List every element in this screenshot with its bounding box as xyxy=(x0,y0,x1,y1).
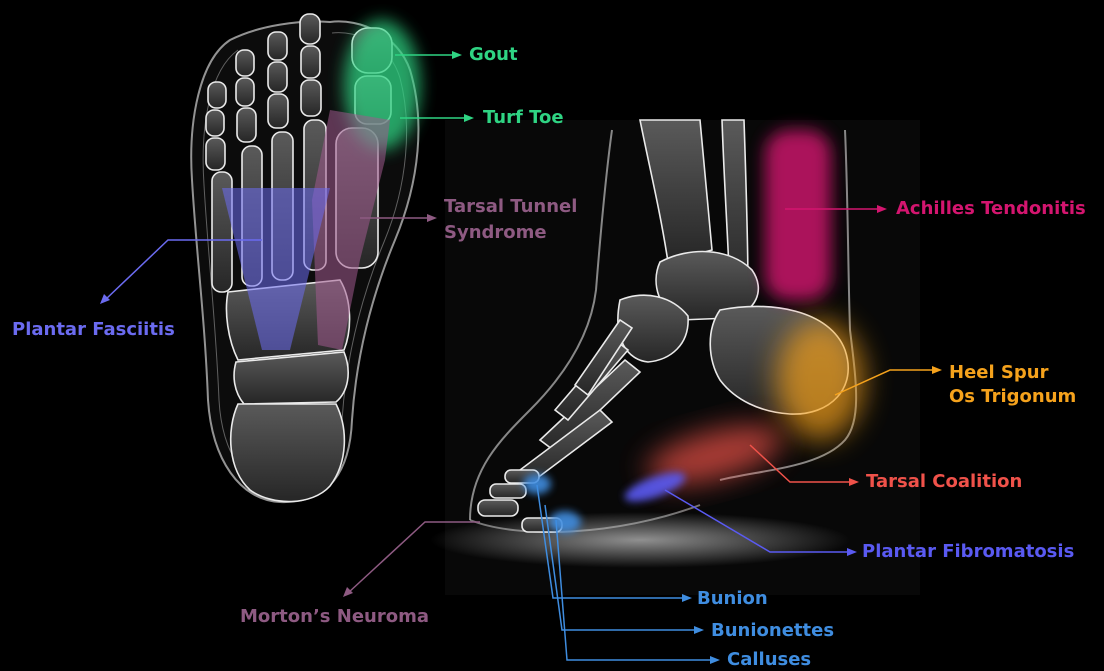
floor-glow xyxy=(430,512,850,568)
label-plantar-fibromatosis: Plantar Fibromatosis xyxy=(862,540,1074,563)
label-turf-toe: Turf Toe xyxy=(483,106,564,129)
toe5-middle xyxy=(206,110,224,136)
achilles-highlight xyxy=(765,130,831,300)
label-tarsal-coalition: Tarsal Coalition xyxy=(866,470,1022,493)
toe4-middle xyxy=(236,78,254,106)
label-heel-spur: Heel Spur xyxy=(949,361,1048,384)
bunionettes-highlight xyxy=(549,511,581,533)
toe3-proximal xyxy=(268,94,288,128)
toe4-proximal xyxy=(237,108,256,142)
toe3-distal xyxy=(268,32,287,60)
navicular-bone xyxy=(234,352,348,404)
toe4-distal xyxy=(236,50,254,76)
label-bunionettes: Bunionettes xyxy=(711,619,834,642)
toe2-middle xyxy=(301,46,320,78)
label-os-trigonum: Os Trigonum xyxy=(949,385,1076,408)
label-bunion: Bunion xyxy=(697,587,768,610)
label-achilles-tendonitis: Achilles Tendonitis xyxy=(896,197,1086,220)
toe2-proximal xyxy=(301,80,321,116)
heel-spur-highlight xyxy=(776,320,864,440)
label-mortons-neuroma: Morton’s Neuroma xyxy=(240,605,429,628)
bunion-highlight xyxy=(523,474,551,494)
side-toe-2 xyxy=(490,484,526,498)
label-calluses: Calluses xyxy=(727,648,811,671)
label-plantar-fasciitis: Plantar Fasciitis xyxy=(12,318,175,341)
label-gout: Gout xyxy=(469,43,518,66)
toe3-middle xyxy=(268,62,287,92)
label-tarsal-tunnel-line1: Tarsal Tunnel xyxy=(444,195,577,218)
label-tarsal-tunnel-line2: Syndrome xyxy=(444,221,547,244)
toe5-proximal xyxy=(206,138,225,170)
side-toe-1 xyxy=(478,500,518,516)
calcaneus-top xyxy=(231,404,345,502)
toe5-distal xyxy=(208,82,226,108)
toe2-distal xyxy=(300,14,320,44)
